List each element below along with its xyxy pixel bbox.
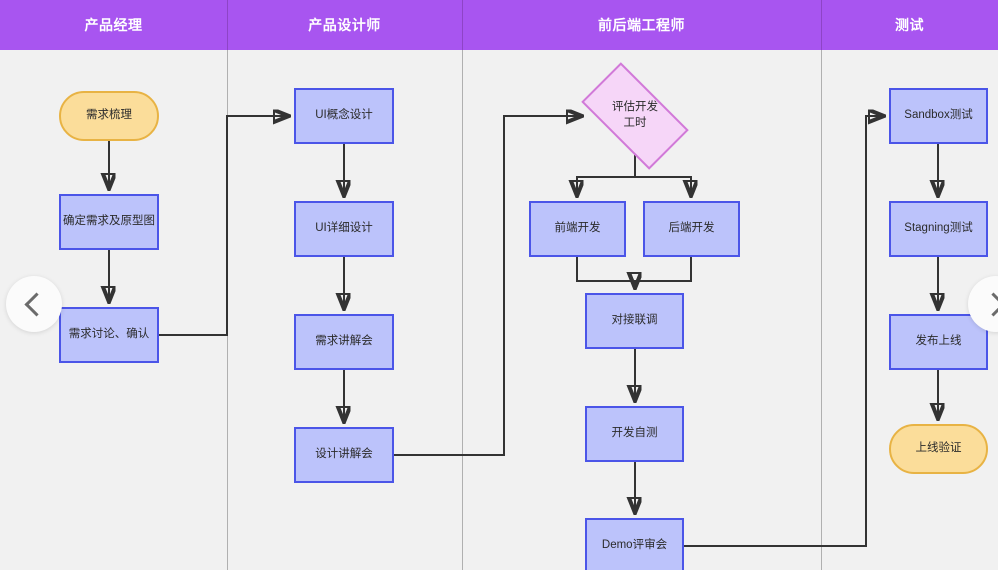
connector-n13-to-n14 — [684, 116, 883, 547]
node-n10[interactable]: 后端开发 — [643, 201, 740, 257]
node-label-n6: 需求讲解会 — [315, 335, 373, 348]
node-label-n17: 上线验证 — [915, 442, 962, 455]
node-label-n13: Demo评审会 — [601, 539, 668, 552]
lane-header-separator-3 — [821, 0, 822, 50]
node-n14[interactable]: Sandbox测试 — [889, 88, 988, 144]
node-label-n5: UI详细设计 — [315, 222, 373, 235]
node-label-n11: 对接联调 — [611, 314, 658, 327]
connector-n7-to-n8 — [394, 116, 581, 456]
lane-title-designer: 产品设计师 — [308, 17, 381, 33]
connector-n10-to-n11 — [635, 257, 692, 287]
node-n9[interactable]: 前端开发 — [529, 201, 626, 257]
node-n3[interactable]: 需求讨论、确认 — [59, 307, 159, 363]
node-n2[interactable]: 确定需求及原型图 — [59, 194, 159, 250]
node-label-n16: 发布上线 — [915, 335, 962, 348]
node-label-n8: 评估开发工时 — [612, 101, 658, 129]
node-n13[interactable]: Demo评审会 — [585, 518, 684, 570]
lane-divider-3 — [821, 50, 822, 570]
node-n12[interactable]: 开发自测 — [585, 406, 684, 462]
lane-header-qa: 测试 — [821, 0, 998, 50]
node-n7[interactable]: 设计讲解会 — [294, 427, 394, 483]
lane-header-pm: 产品经理 — [0, 0, 227, 50]
node-n1[interactable]: 需求梳理 — [59, 91, 159, 141]
node-n4[interactable]: UI概念设计 — [294, 88, 394, 144]
node-label-n1: 需求梳理 — [86, 109, 132, 122]
node-label-n12: 开发自测 — [611, 427, 658, 440]
lane-title-pm: 产品经理 — [84, 17, 143, 33]
connector-n3-to-n4 — [159, 116, 288, 336]
node-label-n3: 需求讨论、确认 — [68, 328, 150, 341]
connector-n9-to-n11 — [576, 257, 635, 287]
chevron-left-icon — [24, 291, 49, 317]
lane-divider-1 — [227, 50, 228, 570]
previous-page-button[interactable] — [6, 276, 62, 332]
node-label-n14: Sandbox测试 — [904, 109, 973, 122]
chevron-right-icon — [981, 291, 998, 317]
node-n16[interactable]: 发布上线 — [889, 314, 988, 370]
node-n8[interactable]: 评估开发工时 — [581, 62, 689, 170]
lane-header-separator-1 — [227, 0, 228, 50]
lane-divider-2 — [462, 50, 463, 570]
node-label-n2: 确定需求及原型图 — [63, 215, 155, 228]
node-label-n7: 设计讲解会 — [315, 448, 373, 461]
node-n17[interactable]: 上线验证 — [889, 424, 988, 474]
node-n15[interactable]: Stagning测试 — [889, 201, 988, 257]
lane-title-qa: 测试 — [895, 17, 924, 33]
connector-n8-to-n9 — [577, 144, 636, 195]
node-n6[interactable]: 需求讲解会 — [294, 314, 394, 370]
lane-header-engineer: 前后端工程师 — [462, 0, 821, 50]
lane-header-separator-2 — [462, 0, 463, 50]
node-label-n9: 前端开发 — [554, 222, 601, 235]
lane-title-engineer: 前后端工程师 — [598, 17, 685, 33]
lane-header-designer: 产品设计师 — [227, 0, 462, 50]
node-label-n4: UI概念设计 — [315, 109, 373, 122]
node-label-n15: Stagning测试 — [904, 222, 973, 235]
node-n11[interactable]: 对接联调 — [585, 293, 684, 349]
node-n5[interactable]: UI详细设计 — [294, 201, 394, 257]
node-label-n10: 后端开发 — [668, 222, 715, 235]
